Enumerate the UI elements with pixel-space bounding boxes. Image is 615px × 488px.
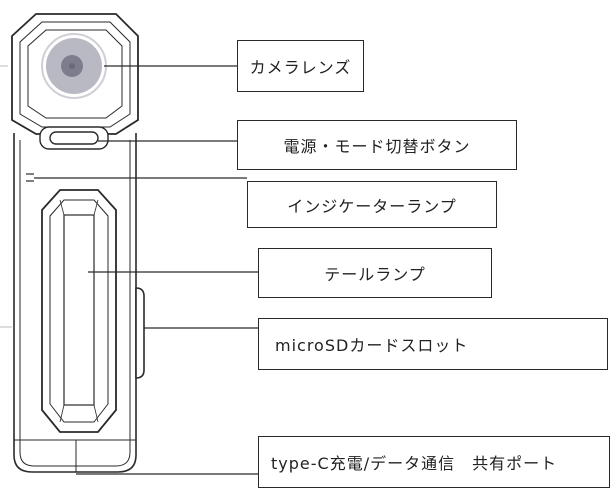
label-tail-lamp: テールランプ bbox=[258, 248, 492, 298]
tail-lamp bbox=[41, 189, 117, 433]
label-typec-port: type-C充電/データ通信 共有ポート bbox=[258, 436, 610, 488]
lens-highlight bbox=[69, 63, 75, 69]
power-button bbox=[39, 126, 109, 150]
microsd-slot-cover bbox=[135, 287, 145, 379]
indicator-lamp bbox=[26, 173, 34, 182]
camera-head bbox=[11, 13, 139, 135]
label-indicator-lamp: インジケーターランプ bbox=[247, 181, 497, 228]
label-power-mode-button: 電源・モード切替ボタン bbox=[237, 120, 517, 170]
label-microsd-slot: microSDカードスロット bbox=[258, 318, 608, 370]
label-camera-lens: カメラレンズ bbox=[237, 40, 364, 92]
device-body bbox=[13, 133, 137, 473]
leader-lines bbox=[34, 65, 258, 475]
